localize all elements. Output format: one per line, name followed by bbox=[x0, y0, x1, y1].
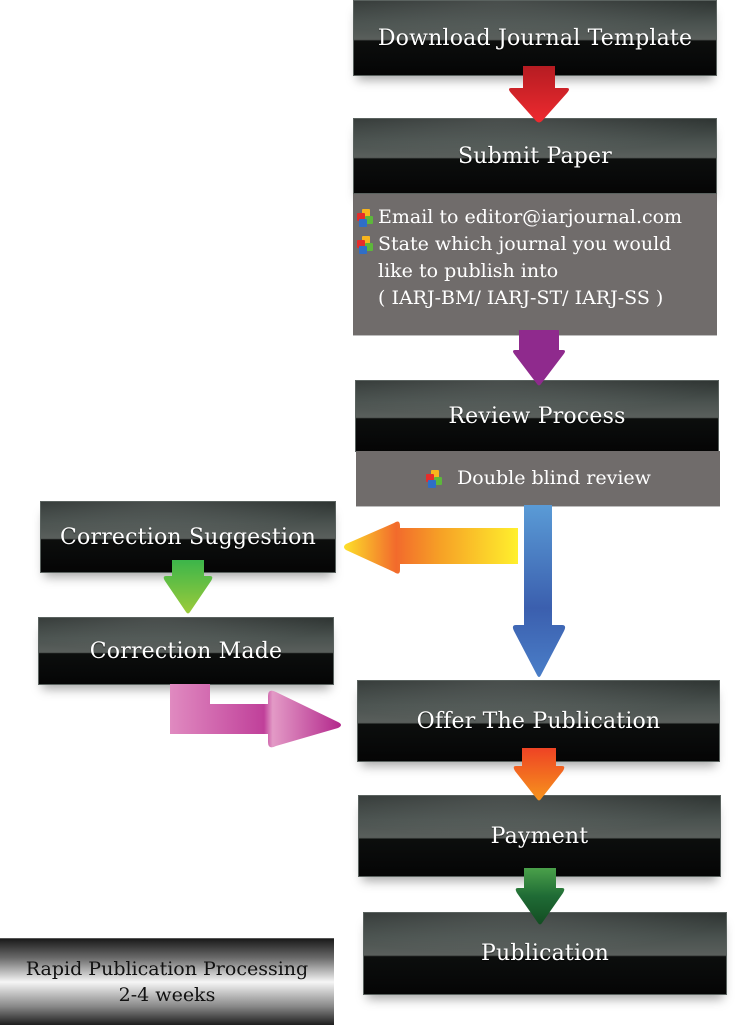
submit-paper-details: Email to editor@iarjournal.com State whi… bbox=[353, 194, 717, 336]
arrow-suggestion-to-made bbox=[163, 560, 213, 614]
detail-text: State which journal you would bbox=[378, 233, 672, 255]
review-process-details: Double blind review bbox=[356, 451, 720, 507]
colored-cubes-bullet-icon bbox=[425, 469, 443, 488]
step-label: Payment bbox=[490, 823, 589, 849]
detail-text: Email to editor@iarjournal.com bbox=[378, 206, 683, 228]
colored-cubes-bullet-icon bbox=[356, 208, 374, 227]
step-label: Correction Made bbox=[89, 638, 283, 664]
detail-text: Double blind review bbox=[457, 467, 651, 489]
arrow-review-to-correction-suggestion bbox=[344, 521, 518, 574]
step-offer-the-publication: Offer The Publication bbox=[357, 680, 720, 762]
detail-item: Double blind review bbox=[425, 465, 651, 492]
arrow-offer-to-payment bbox=[513, 748, 565, 801]
step-label: Review Process bbox=[448, 403, 626, 429]
step-correction-made: Correction Made bbox=[38, 617, 334, 685]
step-payment: Payment bbox=[358, 795, 721, 877]
step-download-journal-template: Download Journal Template bbox=[353, 0, 717, 76]
detail-continuation: like to publish into bbox=[356, 258, 717, 285]
step-label: Publication bbox=[480, 941, 610, 966]
arrow-review-to-offer bbox=[512, 505, 566, 677]
step-correction-suggestion: Correction Suggestion bbox=[40, 501, 336, 573]
step-label: Submit Paper bbox=[457, 143, 612, 169]
detail-item: Email to editor@iarjournal.com bbox=[356, 204, 717, 231]
step-publication: Publication bbox=[363, 912, 727, 995]
arrow-download-to-submit bbox=[509, 66, 569, 123]
step-label: Correction Suggestion bbox=[60, 524, 316, 550]
detail-item: State which journal you would bbox=[356, 231, 717, 258]
step-review-process: Review Process bbox=[355, 380, 719, 452]
detail-text: like to publish into bbox=[378, 260, 559, 282]
rapid-note-title: Rapid Publication Processing bbox=[25, 958, 309, 980]
colored-cubes-bullet-icon bbox=[356, 235, 374, 254]
step-submit-paper: Submit Paper bbox=[353, 118, 717, 194]
arrow-submit-to-review bbox=[513, 330, 565, 386]
detail-text: ( IARJ-BM/ IARJ-ST/ IARJ-SS ) bbox=[378, 287, 664, 309]
arrow-payment-to-publication bbox=[515, 868, 565, 925]
rapid-note-duration: 2-4 weeks bbox=[118, 984, 216, 1006]
rapid-publication-note: Rapid Publication Processing 2-4 weeks bbox=[0, 938, 334, 1025]
step-label: Offer The Publication bbox=[416, 708, 661, 734]
arrow-made-to-offer bbox=[170, 684, 341, 748]
step-label: Download Journal Template bbox=[377, 25, 693, 51]
detail-journal-options: ( IARJ-BM/ IARJ-ST/ IARJ-SS ) bbox=[356, 285, 717, 312]
